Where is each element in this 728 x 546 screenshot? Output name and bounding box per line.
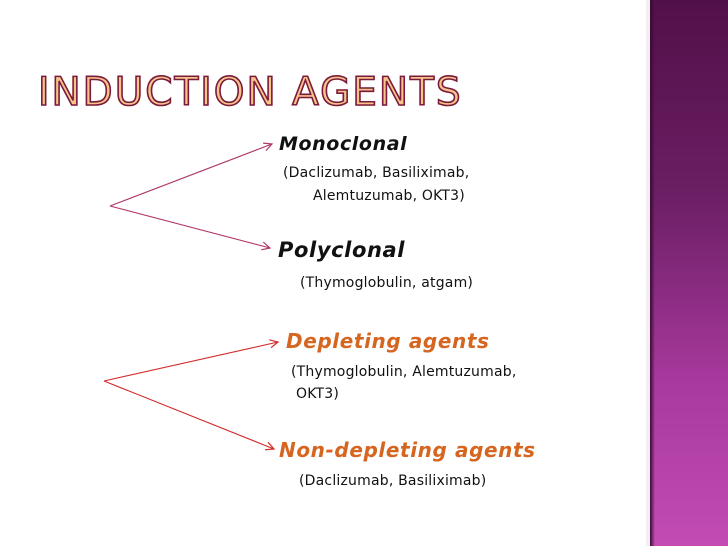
non-depleting-detail-line1: (Daclizumab, Basiliximab): [299, 473, 487, 489]
monoclonal-detail-line1: (Daclizumab, Basiliximab,: [283, 165, 470, 181]
heading-monoclonal: Monoclonal: [279, 133, 408, 155]
side-bar-gap: [646, 0, 650, 546]
heading-depleting-agents: Depleting agents: [286, 329, 490, 353]
monoclonal-detail-line2: Alemtuzumab, OKT3): [313, 188, 465, 204]
arrow-group-monoclonal-polyclonal: [109, 144, 272, 248]
heading-polyclonal: Polyclonal: [278, 238, 406, 262]
slide-title: INDUCTION AGENTS: [37, 69, 463, 116]
heading-non-depleting-agents: Non-depleting agents: [279, 438, 536, 462]
depleting-detail-line2: OKT3): [296, 386, 340, 402]
decorative-side-bar: [650, 0, 728, 546]
arrow-group-depleting: [103, 342, 278, 449]
depleting-detail-line1: (Thymoglobulin, Alemtuzumab,: [291, 364, 517, 380]
polyclonal-detail-line1: (Thymoglobulin, atgam): [300, 275, 474, 291]
